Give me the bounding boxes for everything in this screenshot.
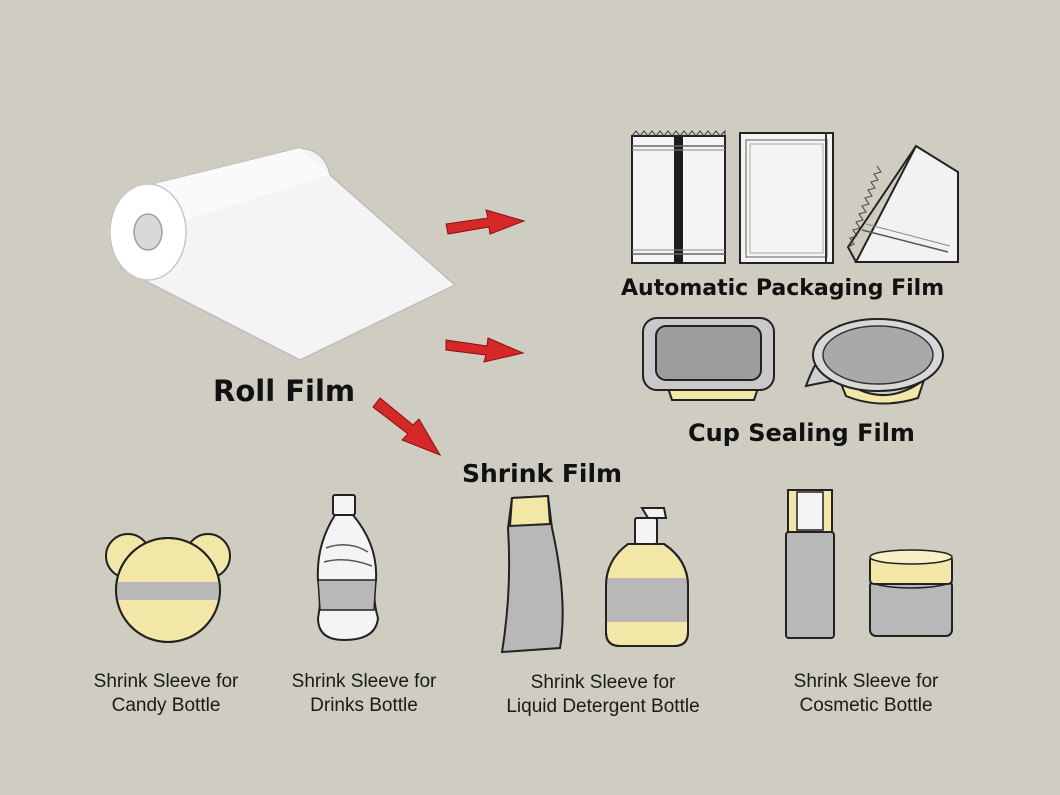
cosmetic-bottle-icon — [785, 489, 835, 639]
pouch-back-seal — [631, 129, 726, 264]
arrow-to-automatic-packaging — [445, 209, 526, 235]
pump-bottle-icon — [605, 507, 689, 647]
caption-drinks-line1: Shrink Sleeve for — [291, 671, 437, 692]
roll-film-label: Roll Film — [213, 374, 356, 408]
automatic-packaging-film-label: Automatic Packaging Film — [621, 276, 945, 301]
cosmetic-jar-icon — [869, 549, 953, 637]
caption-cosmetic-line1: Shrink Sleeve for — [793, 671, 939, 692]
caption-cosmetic-bottle: Shrink Sleeve for Cosmetic Bottle — [766, 670, 966, 718]
cup-sealing-containers — [642, 317, 944, 405]
pouch-triangle — [846, 144, 959, 263]
caption-detergent-line2: Liquid Detergent Bottle — [506, 696, 700, 717]
liquid-detergent-bottle-icon — [500, 494, 564, 654]
pouch-three-side-seal — [739, 132, 834, 264]
arrow-to-shrink-film — [372, 397, 442, 456]
automatic-packaging-pouches — [631, 129, 959, 264]
caption-drinks-bottle: Shrink Sleeve for Drinks Bottle — [264, 670, 464, 718]
caption-candy-line2: Candy Bottle — [111, 695, 221, 716]
candy-bottle-icon — [105, 533, 231, 643]
caption-liquid-detergent-bottle: Shrink Sleeve for Liquid Detergent Bottl… — [472, 671, 734, 719]
arrow-to-cup-sealing — [445, 337, 525, 363]
square-tray — [642, 317, 775, 401]
drinks-bottle-icon — [316, 494, 380, 642]
caption-drinks-line2: Drinks Bottle — [310, 695, 418, 716]
caption-detergent-line1: Shrink Sleeve for — [530, 672, 676, 693]
round-cup — [804, 318, 944, 405]
caption-candy-bottle: Shrink Sleeve for Candy Bottle — [66, 670, 266, 718]
cup-sealing-film-label: Cup Sealing Film — [688, 419, 915, 447]
shrink-film-label: Shrink Film — [462, 459, 623, 488]
caption-cosmetic-line2: Cosmetic Bottle — [799, 695, 933, 716]
caption-candy-line1: Shrink Sleeve for — [93, 671, 239, 692]
roll-film-illustration — [109, 147, 457, 361]
